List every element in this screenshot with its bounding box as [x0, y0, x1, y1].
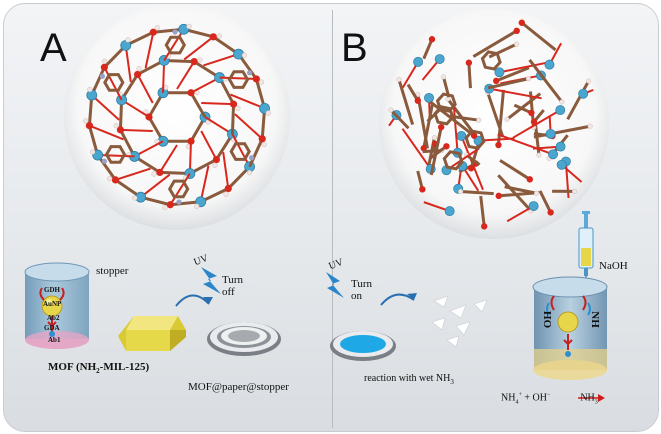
panel-divider	[332, 10, 333, 428]
stopper-label: stopper	[96, 265, 129, 277]
transfer-arrow-b	[380, 293, 415, 306]
beaker-b	[532, 276, 608, 380]
aunp-label: AuNP	[43, 300, 62, 308]
paper-disc-b	[330, 331, 396, 361]
reaction-label: reaction with wet NH3	[364, 373, 454, 386]
panel-b-letter: B	[341, 26, 368, 70]
figure-frame: A B stopper UV Turn off GDH AuNP Ab2 GDA…	[3, 3, 659, 432]
transfer-arrow-a	[175, 294, 210, 307]
uv-bolt-a	[201, 267, 221, 294]
naoh-label: NaOH	[599, 260, 628, 272]
panel-a-letter: A	[40, 26, 67, 70]
mof-structure-intact	[64, 4, 290, 230]
beaker-a	[24, 262, 90, 349]
ammonia-flakes	[431, 295, 488, 348]
mof-paper-stopper-label: MOF@paper@stopper	[188, 381, 289, 393]
paper-disc-a	[207, 322, 281, 356]
mof-block	[118, 316, 186, 351]
reaction-equation: NH4+ + OH−NH3	[501, 392, 598, 406]
turn-on-label: Turn on	[351, 278, 372, 302]
turn-off-label: Turn off	[222, 274, 243, 298]
ab2-label: Ab2	[47, 314, 60, 322]
figure-artwork	[24, 4, 609, 402]
mof-structure-degraded	[379, 9, 609, 239]
gda-label: GDA	[44, 324, 60, 332]
ab1-label: Ab1	[48, 336, 61, 344]
gdh-label: GDH	[44, 286, 60, 294]
naoh-syringe	[578, 211, 594, 288]
nh-label: NH	[588, 311, 601, 328]
mof-name-label: MOF (NH2-MIL-125)	[48, 361, 150, 376]
uv-bolt-b	[326, 272, 344, 298]
oh-label: OH	[542, 310, 555, 329]
